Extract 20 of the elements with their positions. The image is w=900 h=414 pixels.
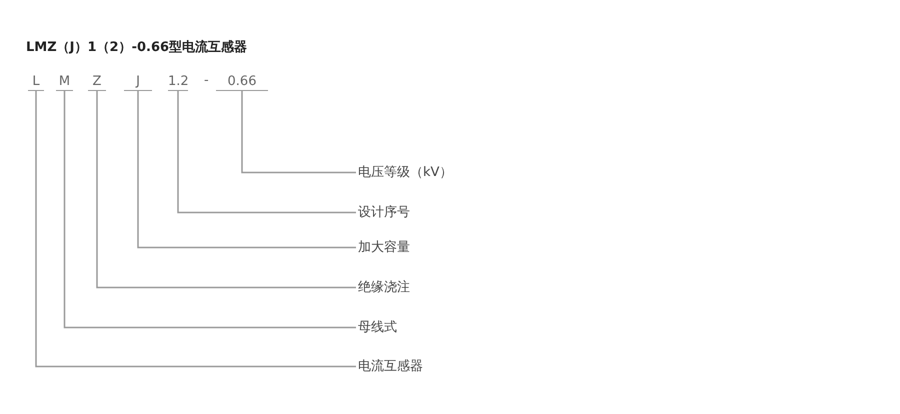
leader-line xyxy=(241,91,356,174)
leader-line xyxy=(177,91,356,214)
leader-line xyxy=(137,91,356,248)
separator-text: - xyxy=(204,73,209,88)
leader-line xyxy=(64,91,356,328)
meaning-label: 母线式 xyxy=(358,319,397,336)
meaning-label: 加大容量 xyxy=(358,239,410,256)
code-letter: Z xyxy=(88,73,106,91)
meaning-label: 电流互感器 xyxy=(358,358,423,375)
meaning-label: 电压等级（kV） xyxy=(358,164,452,181)
diagram-title: LMZ（J）1（2）-0.66型电流互感器 xyxy=(26,38,248,56)
code-letter: J xyxy=(124,73,152,91)
code-letter: 1.2 xyxy=(168,73,188,91)
leader-line xyxy=(35,91,356,368)
leader-line xyxy=(96,91,356,288)
code-letter: M xyxy=(56,73,73,91)
meaning-label: 绝缘浇注 xyxy=(358,279,410,296)
meaning-label: 设计序号 xyxy=(358,204,410,221)
code-letter: L xyxy=(28,73,44,91)
code-letter: 0.66 xyxy=(216,73,268,91)
